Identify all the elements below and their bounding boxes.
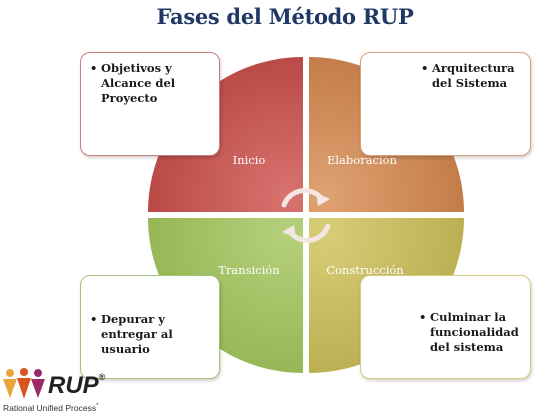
bullet-icon: • [419, 310, 427, 324]
phase-inicio-label: Inicio [233, 153, 266, 167]
depurar-box: •Depurar y entregar al usuario [80, 275, 220, 379]
rup-logo-subtitle-mark: * [96, 403, 99, 409]
bullet-icon: • [90, 312, 98, 326]
rup-logo-registered: ® [98, 372, 106, 382]
phase-transicion-segment [148, 218, 303, 373]
arquitectura-text: Arquitectura del Sistema [432, 61, 515, 90]
rup-logo-subtitle: Rational Unified Process [3, 403, 97, 413]
phase-construccion-label: Construcción [326, 263, 404, 277]
culminar-text: Culminar la funcionalidad del sistema [430, 310, 519, 354]
cycle-arrowheads [282, 193, 330, 238]
phase-transicion-label: Transición [218, 263, 280, 277]
phase-inicio-segment [148, 57, 303, 212]
bullet-icon: • [90, 61, 98, 75]
phase-elaboracion-label: Elaboración [327, 153, 398, 167]
rup-logo-name: RUP [48, 372, 99, 399]
bullet-icon: • [421, 61, 429, 75]
page-title: Fases del Método RUP [156, 4, 414, 29]
rup-logo: RUP® Rational Unified Process* [0, 368, 150, 417]
arquitectura-box: •Arquitectura del Sistema [360, 52, 531, 156]
rup-logo-figures-icon [3, 368, 45, 399]
objetivos-box: •Objetivos y Alcance del Proyecto [80, 52, 220, 156]
depurar-text: Depurar y entregar al usuario [101, 312, 173, 356]
objetivos-text: Objetivos y Alcance del Proyecto [101, 61, 176, 105]
culminar-box: •Culminar la funcionalidad del sistema [360, 275, 531, 379]
